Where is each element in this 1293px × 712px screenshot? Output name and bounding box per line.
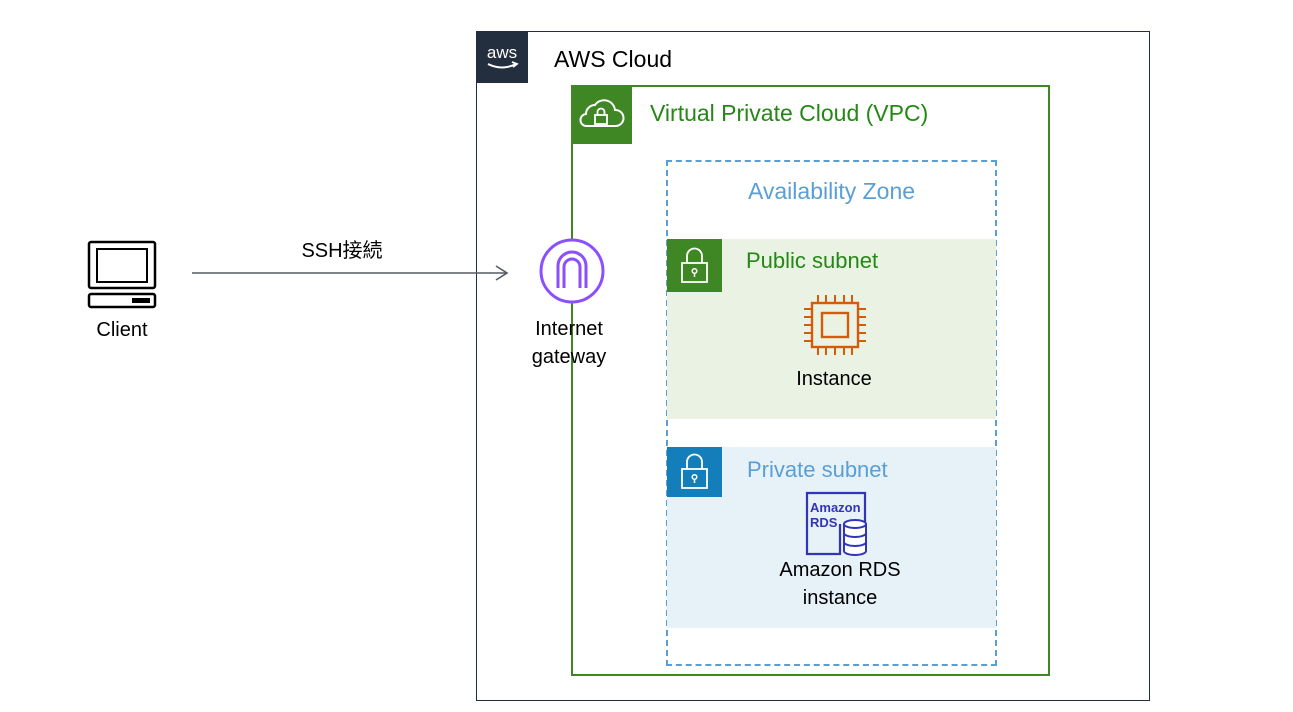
- padlock-icon: [667, 447, 722, 497]
- vpc-title: Virtual Private Cloud (VPC): [650, 100, 929, 126]
- ssh-connection-label: SSH接続: [301, 240, 383, 262]
- public-subnet-title: Public subnet: [746, 248, 879, 273]
- vpc-group: [571, 85, 1050, 676]
- svg-text:Amazon: Amazon: [810, 500, 861, 515]
- rds-label-line1: Amazon RDS: [779, 559, 901, 581]
- internet-gateway-label-line1: Internet: [535, 318, 603, 340]
- ec2-instance-icon[interactable]: [800, 292, 870, 358]
- rds-icon[interactable]: Amazon RDS: [804, 490, 872, 558]
- cloud-lock-icon: [571, 85, 632, 144]
- aws-logo: aws: [476, 31, 528, 83]
- svg-text:RDS: RDS: [810, 515, 838, 530]
- internet-gateway-label: Internet gateway: [519, 315, 619, 371]
- client-label: Client: [96, 319, 148, 341]
- ssh-connection-arrow: [192, 265, 509, 281]
- private-subnet-title: Private subnet: [747, 457, 888, 482]
- internet-gateway-icon[interactable]: [537, 236, 607, 306]
- aws-cloud-title: AWS Cloud: [554, 46, 673, 72]
- padlock-icon: [667, 239, 722, 292]
- svg-text:aws: aws: [487, 43, 517, 62]
- rds-label-line2: instance: [802, 587, 878, 609]
- rds-label: Amazon RDS instance: [760, 556, 920, 612]
- internet-gateway-label-line2: gateway: [531, 346, 607, 368]
- instance-label: Instance: [796, 368, 872, 390]
- availability-zone-title: Availability Zone: [747, 178, 916, 204]
- aws-cloud-group: [476, 31, 1150, 701]
- desktop-icon[interactable]: [86, 240, 158, 310]
